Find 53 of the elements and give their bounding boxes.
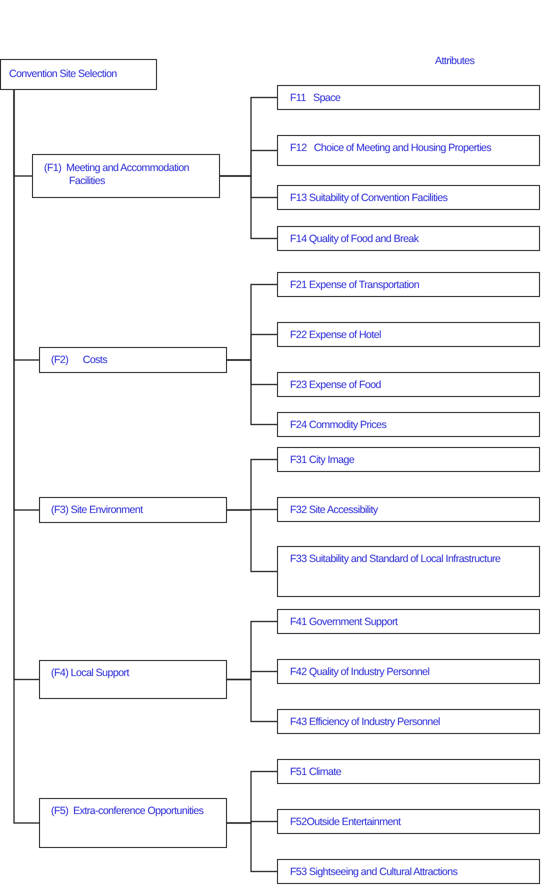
node-label: F53 Sightseeing and Cultural Attractions — [290, 866, 458, 879]
connector-line — [227, 822, 277, 872]
node-label: F12 Choice of Meeting and Housing Properties — [290, 142, 492, 155]
node-label: F22 Expense of Hotel — [290, 329, 382, 342]
attribute-box — [277, 185, 540, 210]
node-label: F43 Efficiency of Industry Personnel — [290, 716, 441, 729]
attribute-box — [277, 497, 540, 522]
attribute-box — [277, 322, 540, 347]
attribute-box — [277, 226, 540, 251]
attribute-box — [277, 272, 540, 297]
root-box — [0, 59, 157, 90]
node-label: Convention Site Selection — [9, 68, 118, 81]
factor-box — [39, 497, 227, 523]
attribute-box — [277, 546, 540, 597]
attribute-box — [277, 412, 540, 437]
node-label: F11 Space — [290, 92, 342, 105]
connector-line — [227, 359, 277, 426]
attribute-box — [277, 447, 540, 472]
factor-box — [39, 660, 227, 699]
attribute-box — [277, 659, 540, 684]
attribute-box — [277, 85, 540, 110]
node-label: F42 Quality of Industry Personnel — [290, 666, 430, 679]
factor-box — [39, 347, 227, 373]
node-label: F31 City Image — [290, 454, 356, 467]
factor-box — [39, 798, 227, 848]
node-label: (F5) Extra-conference Opportunities — [51, 805, 204, 818]
connector-line — [227, 509, 277, 572]
node-label: (F4) Local Support — [51, 667, 130, 680]
connector-line — [227, 678, 277, 722]
node-label: F21 Expense of Transportation — [290, 279, 420, 292]
connector-line — [13, 90, 39, 824]
factor-box — [32, 154, 220, 198]
attribute-box — [277, 759, 540, 784]
node-label: F33 Suitability and Standard of Local Infrastructure — [290, 553, 502, 566]
connector-line — [220, 175, 277, 240]
node-label: (F3) Site Environment — [51, 504, 144, 517]
node-label: F13 Suitability of Convention Facilities — [290, 192, 448, 205]
node-label: (F2) Costs — [51, 354, 108, 367]
node-label: F32 Site Accessibility — [290, 504, 379, 517]
node-label: F52Outside Entertainment — [290, 816, 402, 829]
attribute-box — [277, 809, 540, 834]
attribute-box — [277, 859, 540, 884]
node-label: (F1) Meeting and Accommodation Facilities — [44, 162, 190, 188]
column-heading: Attributes — [435, 55, 474, 67]
attribute-box — [277, 135, 540, 166]
node-label: F51 Climate — [290, 766, 342, 779]
node-label: F14 Quality of Food and Break — [290, 233, 420, 246]
attribute-box — [277, 709, 540, 734]
attribute-box — [277, 372, 540, 397]
node-label: F23 Expense of Food — [290, 379, 382, 392]
node-label: F24 Commodity Prices — [290, 419, 388, 432]
attribute-box — [277, 609, 540, 634]
node-label: F41 Government Support — [290, 616, 399, 629]
